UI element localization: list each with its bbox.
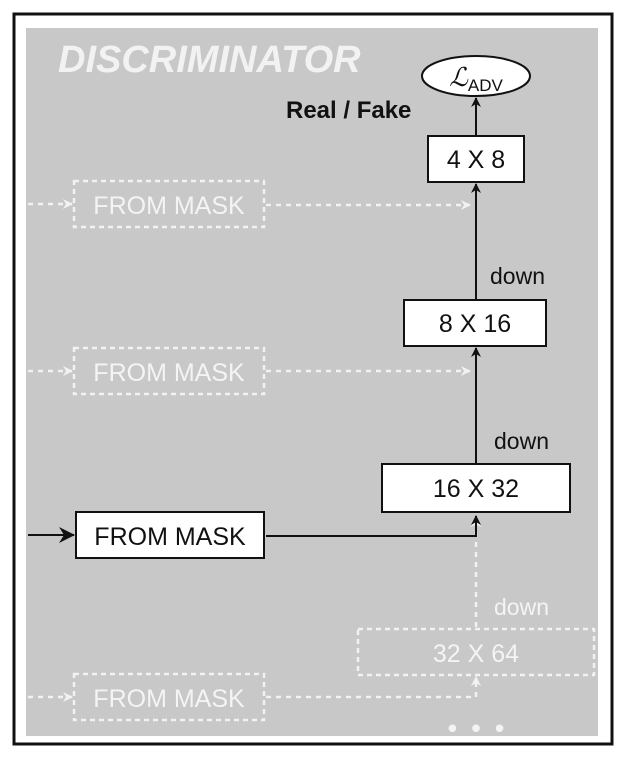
block-4x8: 4 X 8 (427, 135, 525, 183)
from-mask-1-label: FROM MASK (93, 192, 245, 220)
block-8x16-label: 8 X 16 (439, 310, 511, 338)
arrow-mask4-to-32x64 (266, 676, 481, 699)
from-mask-3: FROM MASK (75, 511, 265, 559)
down-label-3: down (494, 594, 549, 620)
block-32x64: 32 X 64 (356, 627, 596, 677)
from-mask-3-label: FROM MASK (94, 523, 246, 551)
output-label: Real / Fake (286, 97, 411, 124)
block-4x8-label: 4 X 8 (447, 146, 505, 174)
block-8x16: 8 X 16 (403, 299, 547, 347)
from-mask-4: FROM MASK (72, 672, 266, 722)
down-label-1: down (490, 263, 545, 289)
arrow-mask3-to-16x32 (266, 515, 481, 537)
from-mask-2: FROM MASK (72, 346, 266, 396)
loss-label: ℒADV (449, 63, 503, 95)
diagram-title: DISCRIMINATOR (58, 39, 361, 81)
down-label-2: down (494, 428, 549, 454)
block-16x32-label: 16 X 32 (433, 475, 519, 503)
block-16x32: 16 X 32 (381, 463, 571, 513)
from-mask-4-label: FROM MASK (93, 685, 245, 713)
continuation-dots: • • • (445, 715, 508, 745)
block-32x64-label: 32 X 64 (433, 640, 519, 668)
from-mask-1: FROM MASK (72, 179, 266, 229)
loss-node: ℒADV (421, 55, 531, 97)
from-mask-2-label: FROM MASK (93, 359, 245, 387)
